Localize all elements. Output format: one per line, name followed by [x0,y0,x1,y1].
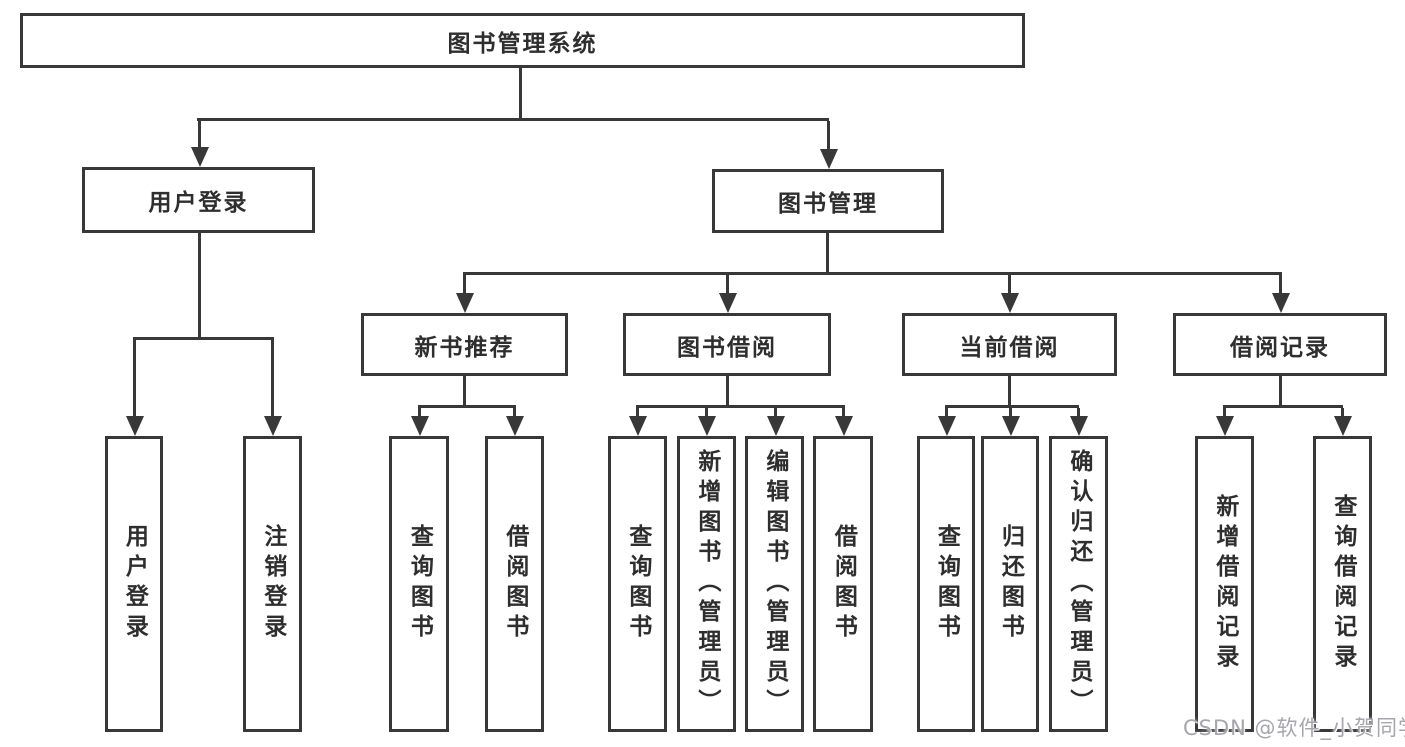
node-leaf-logout: 注销登录 [243,436,302,732]
arrow-bb-add-books [697,408,716,436]
node-leaf-nb-borrow-books-label: 借阅图书 [501,524,528,644]
arrow-br-query-record [1333,408,1352,436]
node-leaf-bb-borrow-books-label: 借阅图书 [830,524,857,644]
node-leaf-br-add-record-label: 新增借阅记录 [1211,494,1238,674]
node-leaf-user-login-label: 用户登录 [121,524,148,644]
arrow-to-user-login [190,121,209,167]
node-new-book-recommend-label: 新书推荐 [414,334,515,361]
node-leaf-bb-edit-books-label: 编辑图书（管理员） [761,449,788,719]
node-user-login-label: 用户登录 [148,190,249,216]
node-book-management: 图书管理 [712,169,944,233]
arrow-to-book-borrow [718,275,737,313]
node-leaf-cb-confirm-return: 确认归还（管理员） [1049,436,1108,732]
connector-borrow-records-hline [1223,405,1343,408]
node-leaf-bb-add-books-label: 新增图书（管理员） [693,449,720,719]
node-borrow-records: 借阅记录 [1173,313,1387,376]
connector-root-hline [197,118,829,121]
node-new-book-recommend: 新书推荐 [361,313,568,376]
arrow-nb-borrow-books [505,408,524,436]
node-book-borrow-label: 图书借阅 [677,334,777,361]
node-leaf-bb-query-books: 查询图书 [608,436,667,732]
arrow-to-borrow-records [1271,275,1290,313]
arrow-cb-return-books [1001,408,1020,436]
node-leaf-nb-query-books: 查询图书 [389,436,449,732]
node-leaf-bb-edit-books: 编辑图书（管理员） [745,436,804,732]
arrow-to-new-book-recommend [455,275,474,313]
node-user-login: 用户登录 [82,167,315,233]
connector-book-management-stub [826,233,829,275]
node-current-borrow: 当前借阅 [902,313,1117,376]
connector-new-book-hline [418,405,516,408]
node-leaf-nb-query-books-label: 查询图书 [406,524,433,644]
connector-book-management-hline [463,272,1282,275]
connector-new-book-stub [463,376,466,408]
arrow-cb-confirm-return [1069,408,1088,436]
connector-user-login-hline [133,337,274,340]
connector-current-borrow-stub [1008,376,1011,408]
arrow-bb-borrow-books [834,408,853,436]
arrow-br-add-record [1215,408,1234,436]
node-leaf-br-add-record: 新增借阅记录 [1195,436,1254,732]
node-leaf-cb-confirm-return-label: 确认归还（管理员） [1065,449,1092,719]
node-library-system: 图书管理系统 [20,13,1025,68]
node-leaf-logout-label: 注销登录 [259,524,286,644]
arrow-bb-edit-books [766,408,785,436]
node-leaf-bb-query-books-label: 查询图书 [624,524,651,644]
connector-user-login-stub [198,233,201,340]
node-library-system-label: 图书管理系统 [447,30,598,57]
arrow-to-leaf-user-login [125,340,144,436]
node-leaf-cb-query-books-label: 查询图书 [933,524,960,644]
node-current-borrow-label: 当前借阅 [959,334,1060,361]
node-book-borrow: 图书借阅 [623,313,831,376]
node-leaf-cb-return-books-label: 归还图书 [997,524,1024,644]
arrow-bb-query-books [628,408,647,436]
node-leaf-cb-query-books: 查询图书 [917,436,975,732]
node-leaf-bb-add-books: 新增图书（管理员） [677,436,736,732]
node-leaf-bb-borrow-books: 借阅图书 [813,436,873,732]
node-leaf-user-login: 用户登录 [105,436,163,732]
csdn-watermark: CSDN @软件_小贺同学 [1183,716,1405,740]
node-leaf-br-query-record-label: 查询借阅记录 [1329,494,1356,674]
arrow-to-book-management [819,121,838,169]
connector-current-borrow-hline [945,405,1079,408]
node-leaf-nb-borrow-books: 借阅图书 [485,436,544,732]
arrow-cb-query-books [937,408,956,436]
connector-root-stub [519,68,522,121]
connector-book-borrow-stub [726,376,729,408]
node-leaf-br-query-record: 查询借阅记录 [1313,436,1372,732]
node-leaf-cb-return-books: 归还图书 [981,436,1039,732]
node-borrow-records-label: 借阅记录 [1230,334,1330,361]
connector-book-borrow-hline [636,405,845,408]
arrow-to-leaf-logout [263,340,282,436]
arrow-nb-query-books [410,408,429,436]
node-book-management-label: 图书管理 [778,191,878,217]
connector-borrow-records-stub [1279,376,1282,408]
arrow-to-current-borrow [1000,275,1019,313]
